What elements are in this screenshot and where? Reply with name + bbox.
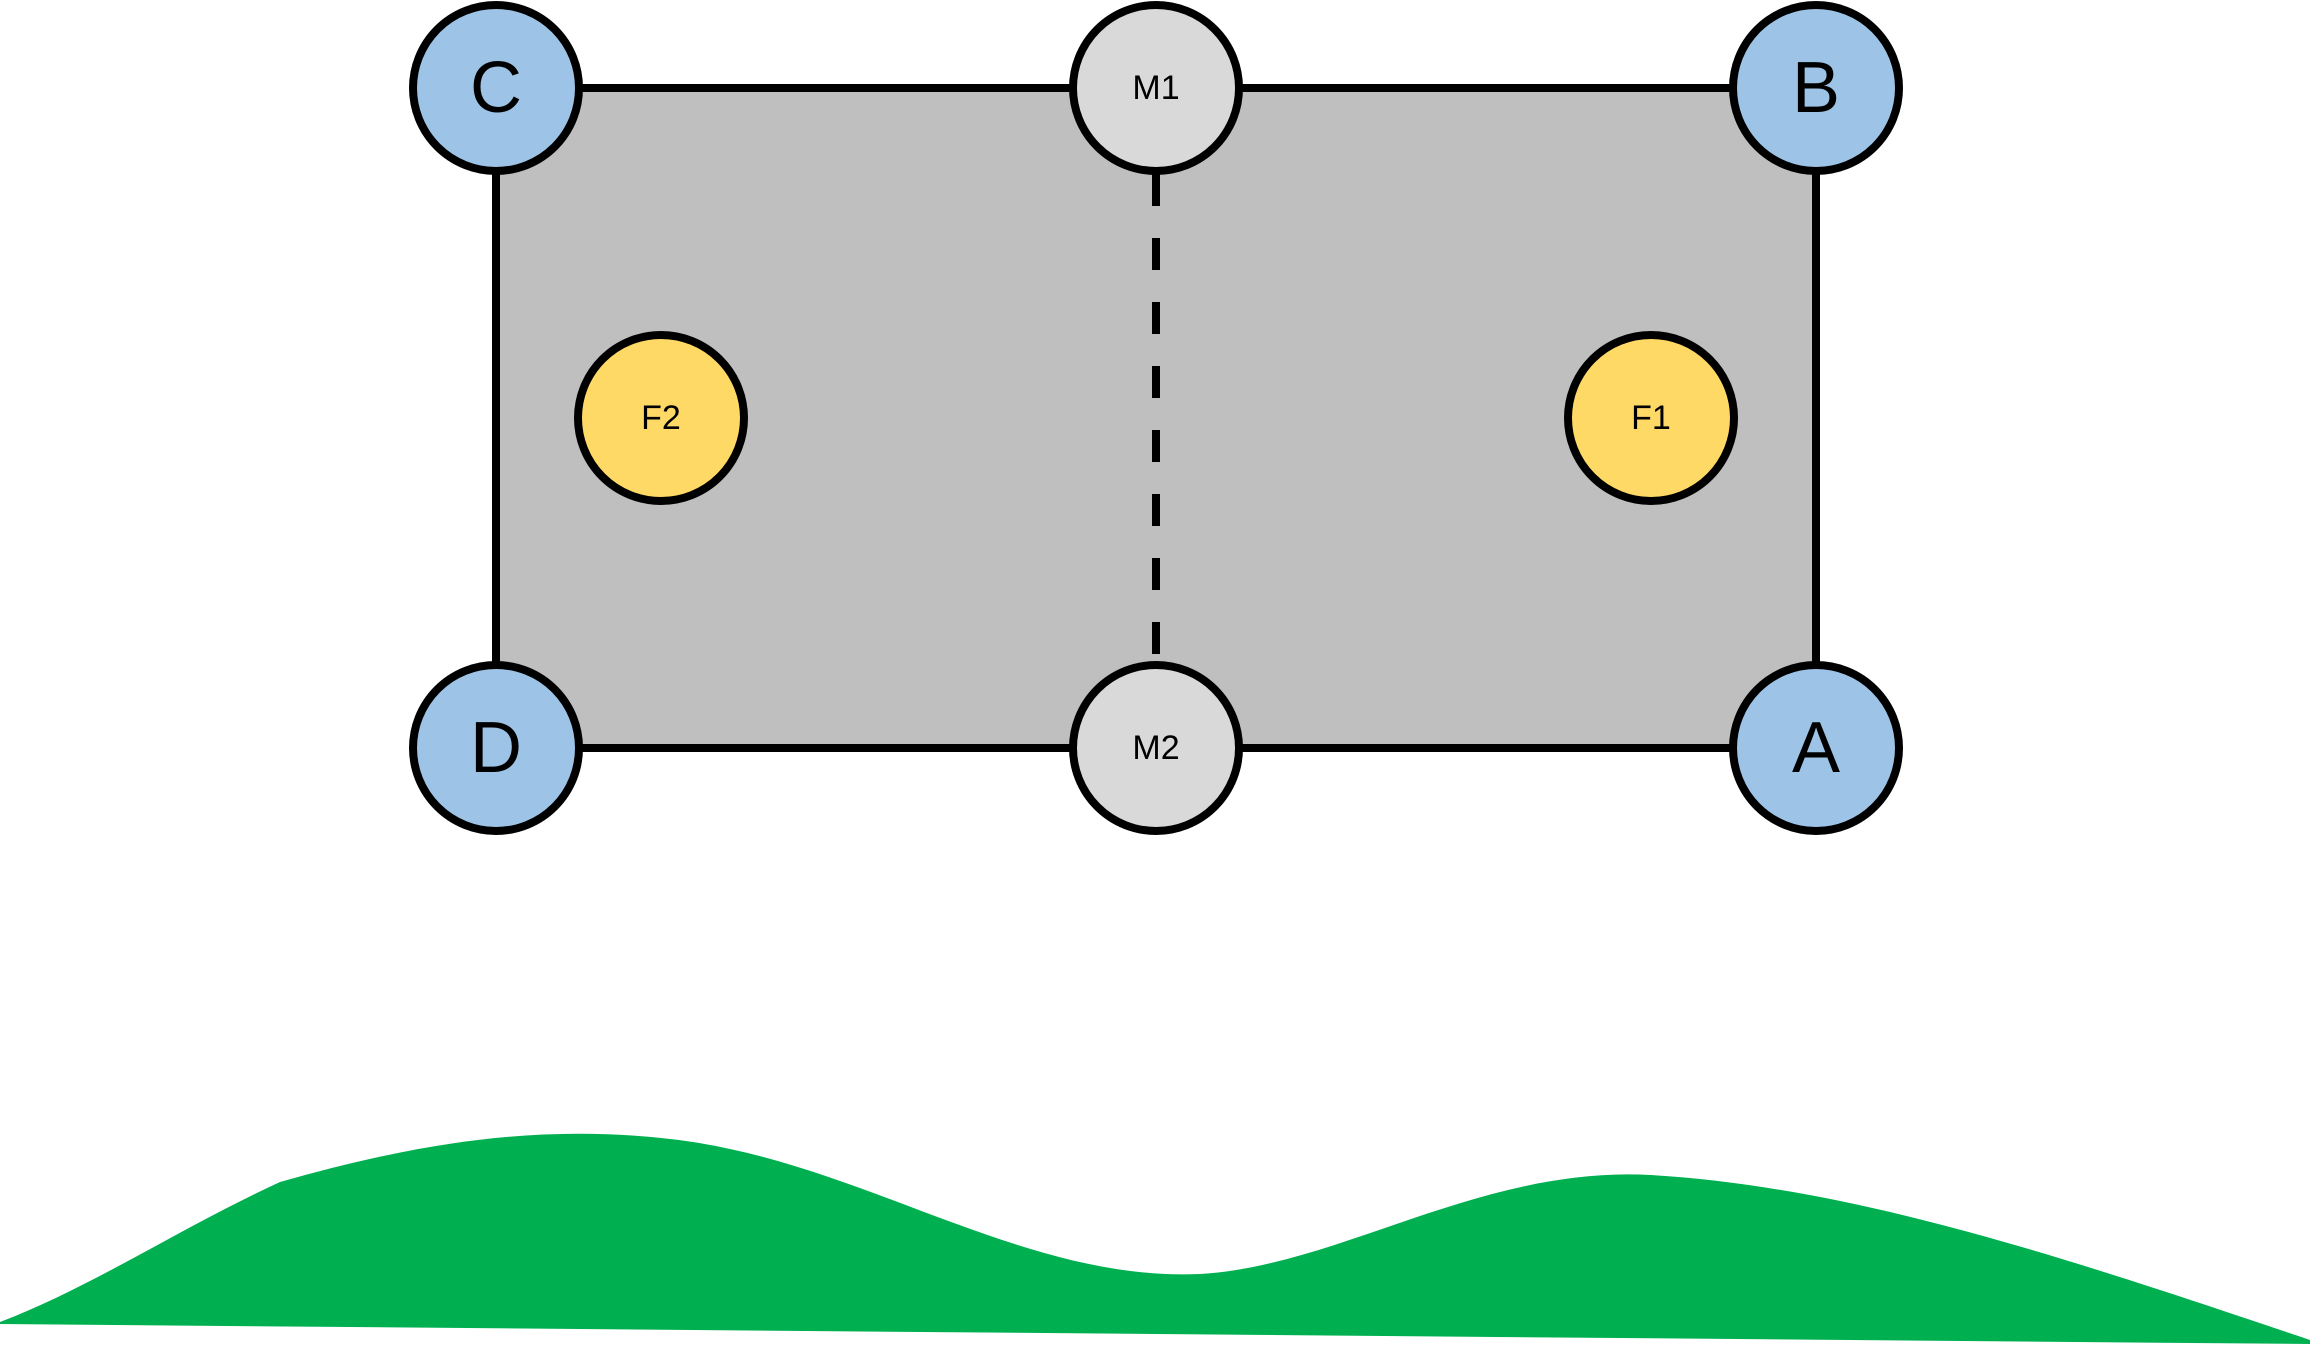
node-c-label: C	[470, 48, 522, 128]
node-d-circle	[409, 661, 583, 835]
node-m1-circle	[1069, 1, 1243, 175]
edges	[492, 84, 1820, 752]
node-b-circle	[1729, 1, 1903, 175]
node-m2: M2	[1069, 661, 1243, 835]
node-m1-label: M1	[1132, 69, 1179, 107]
node-a: A	[1729, 661, 1903, 835]
node-c: C	[409, 1, 583, 175]
node-f2: F2	[574, 331, 748, 505]
node-c-circle	[409, 1, 583, 175]
node-f2-circle	[574, 331, 748, 505]
node-a-label: A	[1792, 708, 1840, 788]
node-f1-circle	[1564, 331, 1738, 505]
node-f1-label: F1	[1631, 399, 1671, 437]
node-m2-circle	[1069, 661, 1243, 835]
node-f2-label: F2	[641, 399, 681, 437]
node-a-circle	[1729, 661, 1903, 835]
node-b: B	[1729, 1, 1903, 175]
node-d-label: D	[470, 708, 522, 788]
node-d: D	[409, 661, 583, 835]
node-b-label: B	[1792, 48, 1840, 128]
node-f1: F1	[1564, 331, 1738, 505]
node-m1: M1	[1069, 1, 1243, 175]
green-hill-ground	[0, 1133, 2310, 1344]
node-m2-label: M2	[1132, 729, 1179, 767]
